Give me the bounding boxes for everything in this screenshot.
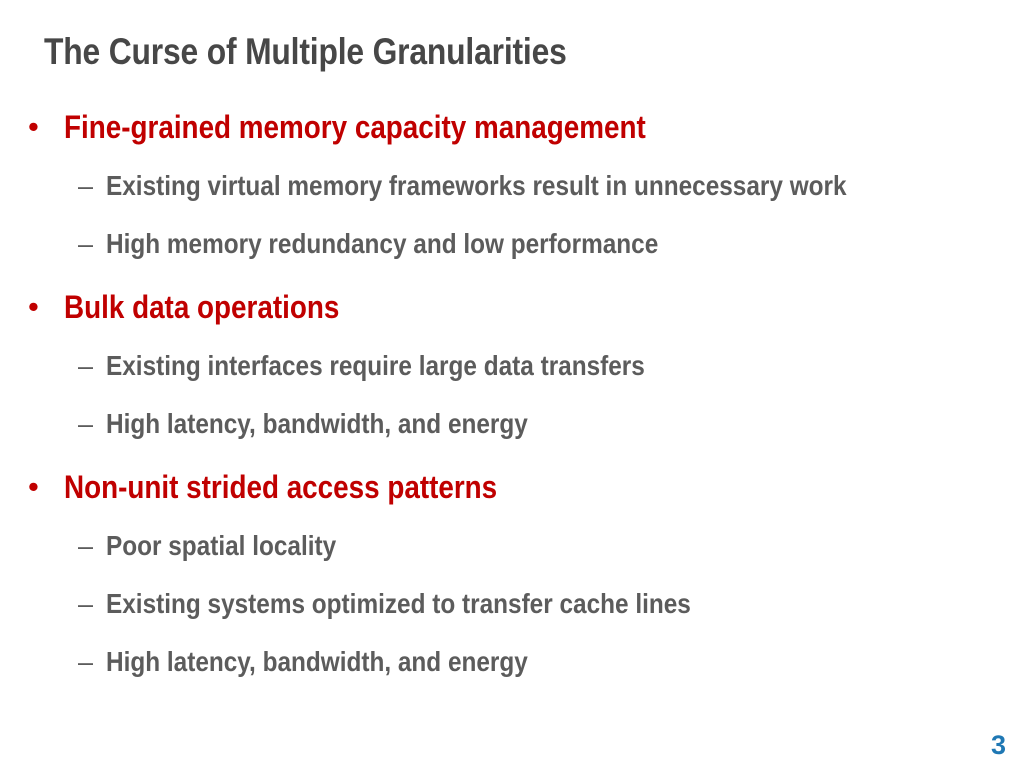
bullet-level2: – High latency, bandwidth, and energy (0, 402, 1024, 460)
bullet-level2: – Existing systems optimized to transfer… (0, 582, 1024, 640)
dash-icon: – (78, 647, 94, 677)
bullet-level2-label: Poor spatial locality (106, 530, 337, 561)
bullet-level2: – Existing interfaces require large data… (0, 344, 1024, 402)
bullet-level1-label: Non-unit strided access patterns (64, 469, 498, 505)
bullet-level2: – High memory redundancy and low perform… (0, 222, 1024, 280)
bullet-dot-icon: • (28, 469, 39, 504)
bullet-level2-label: High latency, bandwidth, and energy (106, 408, 528, 439)
dash-icon: – (78, 229, 94, 259)
bullet-dot-icon: • (28, 289, 39, 324)
dash-icon: – (78, 589, 94, 619)
bullet-level2-label: High latency, bandwidth, and energy (106, 646, 528, 677)
dash-icon: – (78, 531, 94, 561)
bullet-level2: – Poor spatial locality (0, 524, 1024, 582)
bullet-level1: • Fine-grained memory capacity managemen… (0, 104, 1024, 164)
bullet-level1: • Bulk data operations (0, 284, 1024, 344)
dash-icon: – (78, 171, 94, 201)
bullet-level2-label: Existing interfaces require large data t… (106, 350, 645, 381)
page-title: The Curse of Multiple Granularities (44, 31, 567, 72)
bullet-level2-label: Existing systems optimized to transfer c… (106, 588, 691, 619)
bullet-dot-icon: • (28, 109, 39, 144)
dash-icon: – (78, 351, 94, 381)
bullet-level1: • Non-unit strided access patterns (0, 464, 1024, 524)
bullet-level1-label: Fine-grained memory capacity management (64, 109, 646, 145)
bullet-level2-label: Existing virtual memory frameworks resul… (106, 170, 847, 201)
dash-icon: – (78, 409, 94, 439)
bullet-level2-label: High memory redundancy and low performan… (106, 228, 659, 259)
bullet-level2: – Existing virtual memory frameworks res… (0, 164, 1024, 222)
bullet-level1-label: Bulk data operations (64, 289, 340, 325)
bullet-list: • Fine-grained memory capacity managemen… (0, 104, 1024, 698)
bullet-level2: – High latency, bandwidth, and energy (0, 640, 1024, 698)
page-number: 3 (990, 730, 1006, 760)
